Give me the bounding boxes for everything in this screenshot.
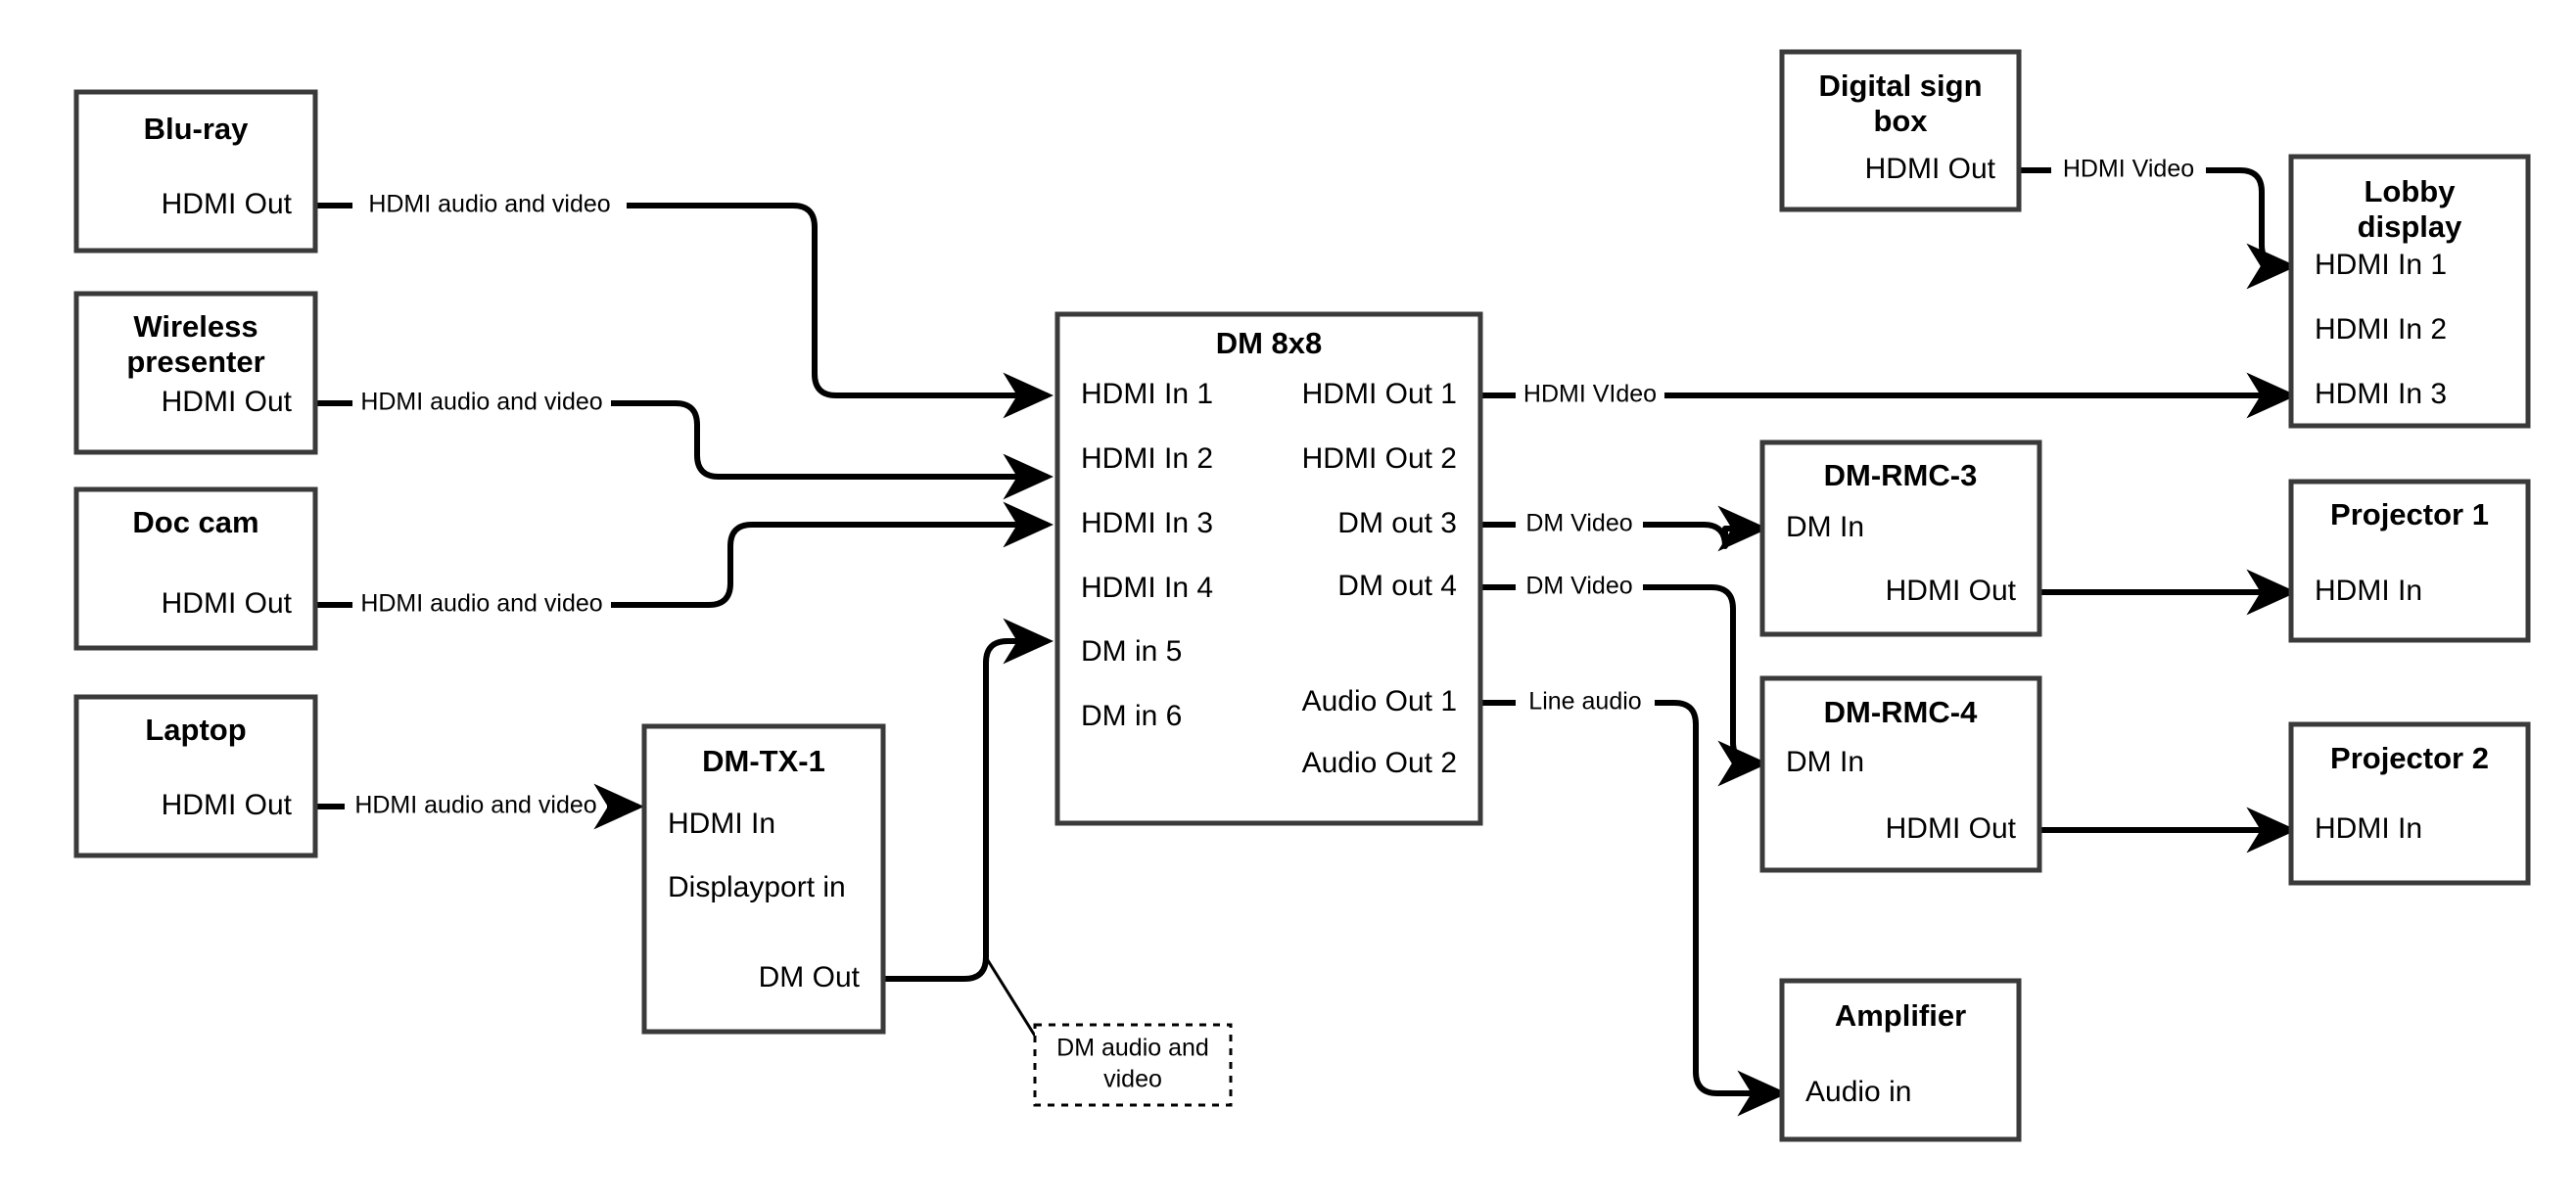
projector-2-title: Projector 2 [2330, 741, 2489, 775]
node-dm-8x8[interactable]: DM 8x8 HDMI In 1 HDMI In 2 HDMI In 3 HDM… [1054, 311, 1483, 826]
dm-tx-1-port-dm-out: DM Out [759, 961, 861, 993]
dm-rmc-4-box[interactable] [1759, 675, 2042, 873]
node-amplifier[interactable]: Amplifier Audio in [1779, 978, 2022, 1142]
lobby-display-port-hdmi-in-2: HDMI In 2 [2315, 313, 2447, 346]
edge-label-signbox-to-lobby: HDMI Video [2063, 156, 2194, 183]
node-digital-sign-box[interactable]: Digital sign box HDMI Out [1779, 49, 2022, 212]
node-dm-rmc-4[interactable]: DM-RMC-4 DM In HDMI Out [1759, 675, 2042, 873]
digital-sign-box-port-hdmi-out: HDMI Out [1865, 153, 1996, 185]
dm-8x8-title: DM 8x8 [1216, 326, 1323, 360]
dm-8x8-port-hdmi-out-1: HDMI Out 1 [1302, 378, 1457, 410]
node-dm-tx-1[interactable]: DM-TX-1 HDMI In Displayport in DM Out [641, 723, 886, 1035]
link-dm8x8-audioout1-to-amplifier [1480, 700, 1782, 1093]
wireless-presenter-box[interactable] [73, 291, 318, 455]
callout-box [1033, 1023, 1233, 1107]
lobby-display-port-hdmi-in-3: HDMI In 3 [2315, 378, 2447, 410]
dm-rmc-3-port-hdmi-out: HDMI Out [1886, 575, 2017, 607]
dm-rmc-4-port-hdmi-out: HDMI Out [1886, 812, 2017, 845]
dm-8x8-box[interactable] [1054, 311, 1483, 826]
link-dm8x8-out4-to-dmrmc4 [1480, 584, 1762, 763]
node-projector-1[interactable]: Projector 1 HDMI In [2288, 479, 2531, 643]
node-projector-2[interactable]: Projector 2 HDMI In [2288, 721, 2531, 886]
edge-label-dm8x8-out4-to-dmrmc4: DM Video [1525, 573, 1632, 600]
dm-8x8-port-hdmi-in-1: HDMI In 1 [1081, 378, 1213, 410]
dm-8x8-port-dm-out-3: DM out 3 [1337, 507, 1457, 539]
link-doccam-to-dm8x8 [315, 525, 1048, 608]
dm-8x8-port-hdmi-in-2: HDMI In 2 [1081, 442, 1213, 475]
link-bluray-to-dm8x8 [315, 203, 1048, 395]
bluray-box[interactable] [73, 89, 318, 254]
dm-8x8-port-hdmi-in-3: HDMI In 3 [1081, 507, 1213, 539]
lobby-display-title-line2: display [2358, 209, 2463, 244]
dm-8x8-port-hdmi-out-2: HDMI Out 2 [1302, 442, 1457, 475]
link-signbox-to-lobby [2019, 167, 2291, 266]
link-dmtx1-to-dm8x8 [883, 618, 1054, 982]
link-dm8x8-out3-to-dmrmc3 [1480, 525, 1762, 546]
digital-sign-box[interactable] [1779, 49, 2022, 212]
edge-label-dm8x8-out1-to-lobby: HDMI VIdeo [1523, 381, 1657, 408]
node-lobby-display[interactable]: Lobby display HDMI In 1 HDMI In 2 HDMI I… [2288, 154, 2531, 429]
amplifier-title: Amplifier [1835, 998, 1966, 1033]
amplifier-port-audio-in: Audio in [1805, 1076, 1911, 1108]
wireless-presenter-title-line2: presenter [126, 345, 264, 379]
wireless-presenter-port-hdmi-out: HDMI Out [162, 386, 293, 418]
edge-label-audioout1-to-amplifier: Line audio [1528, 688, 1641, 716]
callout-label-line1: DM audio and [1056, 1035, 1209, 1062]
dm-rmc-3-port-dm-in: DM In [1786, 511, 1864, 543]
lobby-display-port-hdmi-in-1: HDMI In 1 [2315, 249, 2447, 281]
dm-rmc-3-box[interactable] [1759, 439, 2042, 637]
dm-8x8-port-dm-out-4: DM out 4 [1337, 570, 1457, 602]
callout-dm-audio-and-video: DM audio and video [1033, 1023, 1233, 1107]
edge-label-wireless-to-dm8x8: HDMI audio and video [360, 389, 602, 416]
projector-2-box[interactable] [2288, 721, 2531, 886]
dm-rmc-3-title: DM-RMC-3 [1824, 458, 1978, 492]
node-doc-cam[interactable]: Doc cam HDMI Out [73, 486, 318, 651]
node-dm-rmc-3[interactable]: DM-RMC-3 DM In HDMI Out [1759, 439, 2042, 637]
dm-8x8-port-dm-in-6: DM in 6 [1081, 700, 1182, 732]
dm-8x8-port-audio-out-2: Audio Out 2 [1302, 747, 1457, 779]
digital-sign-box-title-line2: box [1873, 104, 1928, 138]
amplifier-box[interactable] [1779, 978, 2022, 1142]
edge-label-bluray-to-dm8x8: HDMI audio and video [368, 191, 610, 218]
lobby-display-title-line1: Lobby [2365, 174, 2457, 208]
dm-tx-1-box[interactable] [641, 723, 886, 1035]
doc-cam-title: Doc cam [132, 505, 258, 539]
wireless-presenter-title-line1: Wireless [133, 309, 258, 344]
projector-1-title: Projector 1 [2330, 497, 2489, 531]
edge-label-doccam-to-dm8x8: HDMI audio and video [360, 590, 602, 618]
node-wireless-presenter[interactable]: Wireless presenter HDMI Out [73, 291, 318, 455]
laptop-title: Laptop [145, 713, 246, 747]
edge-label-laptop-to-dmtx1: HDMI audio and video [354, 792, 596, 819]
projector-1-port-hdmi-in: HDMI In [2315, 575, 2422, 607]
dm-tx-1-port-displayport-in: Displayport in [668, 871, 846, 903]
digital-sign-box-title-line1: Digital sign [1818, 69, 1982, 103]
dm-tx-1-port-hdmi-in: HDMI In [668, 808, 775, 840]
projector-2-port-hdmi-in: HDMI In [2315, 812, 2422, 845]
bluray-port-hdmi-out: HDMI Out [162, 188, 293, 220]
callout-label-line2: video [1103, 1066, 1162, 1093]
dm-8x8-port-audio-out-1: Audio Out 1 [1302, 685, 1457, 717]
node-bluray[interactable]: Blu-ray HDMI Out [73, 89, 318, 254]
leader-dm-audio-video-callout [984, 956, 1040, 1041]
dm-tx-1-title: DM-TX-1 [702, 744, 825, 778]
dm-8x8-port-hdmi-in-4: HDMI In 4 [1081, 572, 1213, 604]
dm-rmc-4-title: DM-RMC-4 [1824, 695, 1978, 729]
bluray-title: Blu-ray [144, 112, 250, 146]
link-wireless-to-dm8x8 [315, 400, 1048, 477]
dm-rmc-4-port-dm-in: DM In [1786, 746, 1864, 778]
laptop-port-hdmi-out: HDMI Out [162, 789, 293, 821]
dm-8x8-port-dm-in-5: DM in 5 [1081, 635, 1182, 668]
doc-cam-box[interactable] [73, 486, 318, 651]
doc-cam-port-hdmi-out: HDMI Out [162, 587, 293, 620]
laptop-box[interactable] [73, 694, 318, 858]
lobby-display-box[interactable] [2288, 154, 2531, 429]
edge-label-dm8x8-out3-to-dmrmc3: DM Video [1525, 510, 1632, 537]
projector-1-box[interactable] [2288, 479, 2531, 643]
node-laptop[interactable]: Laptop HDMI Out [73, 694, 318, 858]
